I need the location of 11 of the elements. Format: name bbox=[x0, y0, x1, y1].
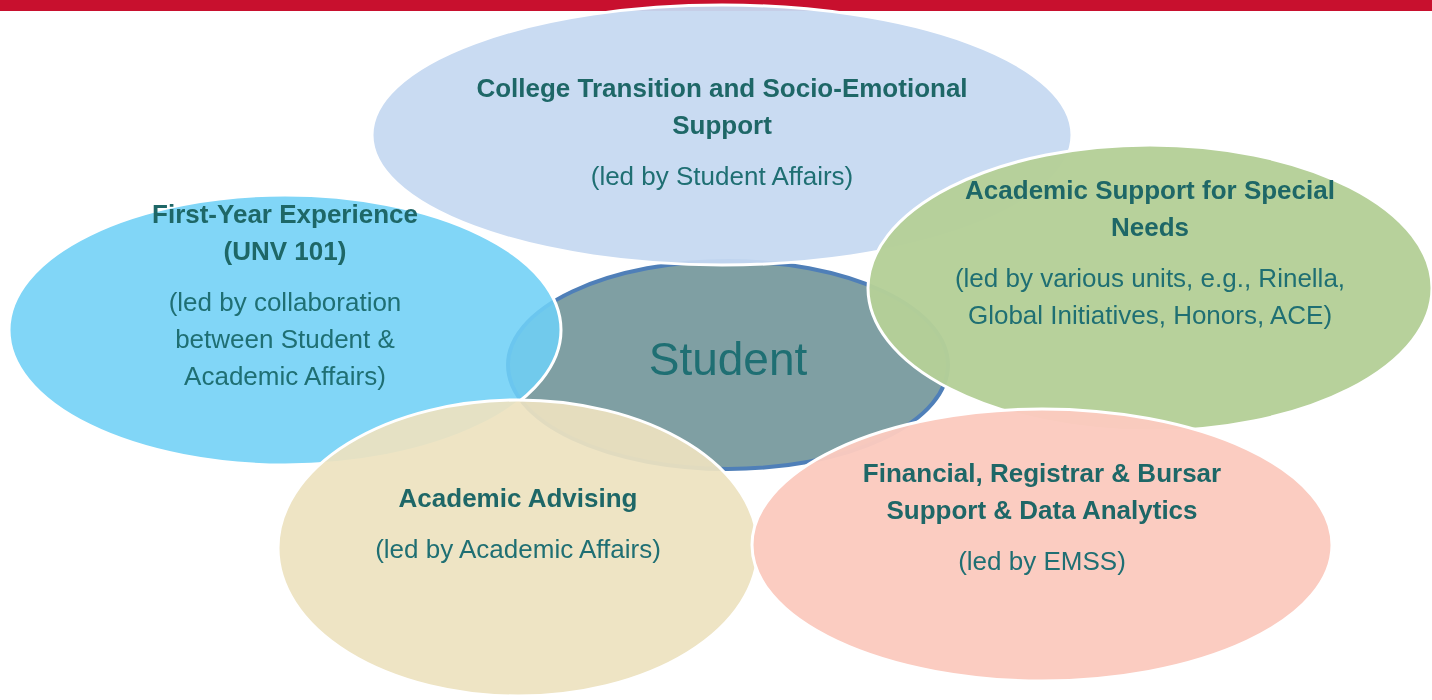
oval-note: (led by collaboration between Student & Academic Affairs) bbox=[167, 285, 403, 393]
oval-heading: Academic Support for Special Needs bbox=[964, 174, 1336, 244]
oval-note: (led by EMSS) bbox=[958, 544, 1126, 578]
oval-note: (led by Academic Affairs) bbox=[375, 532, 661, 566]
center-label: Student bbox=[648, 332, 808, 386]
oval-note: (led by various units, e.g., Rinella, Global Initiatives, Honors, ACE) bbox=[953, 261, 1347, 332]
oval-note: (led by Student Affairs) bbox=[590, 159, 854, 193]
oval-heading: Financial, Registrar & Bursar Support & Data Analytics bbox=[861, 457, 1223, 527]
oval-heading: Academic Advising bbox=[398, 482, 638, 515]
oval-heading: College Transition and Socio-Emotional Support bbox=[475, 72, 969, 142]
oval-heading: First-Year Experience (UNV 101) bbox=[151, 198, 419, 268]
